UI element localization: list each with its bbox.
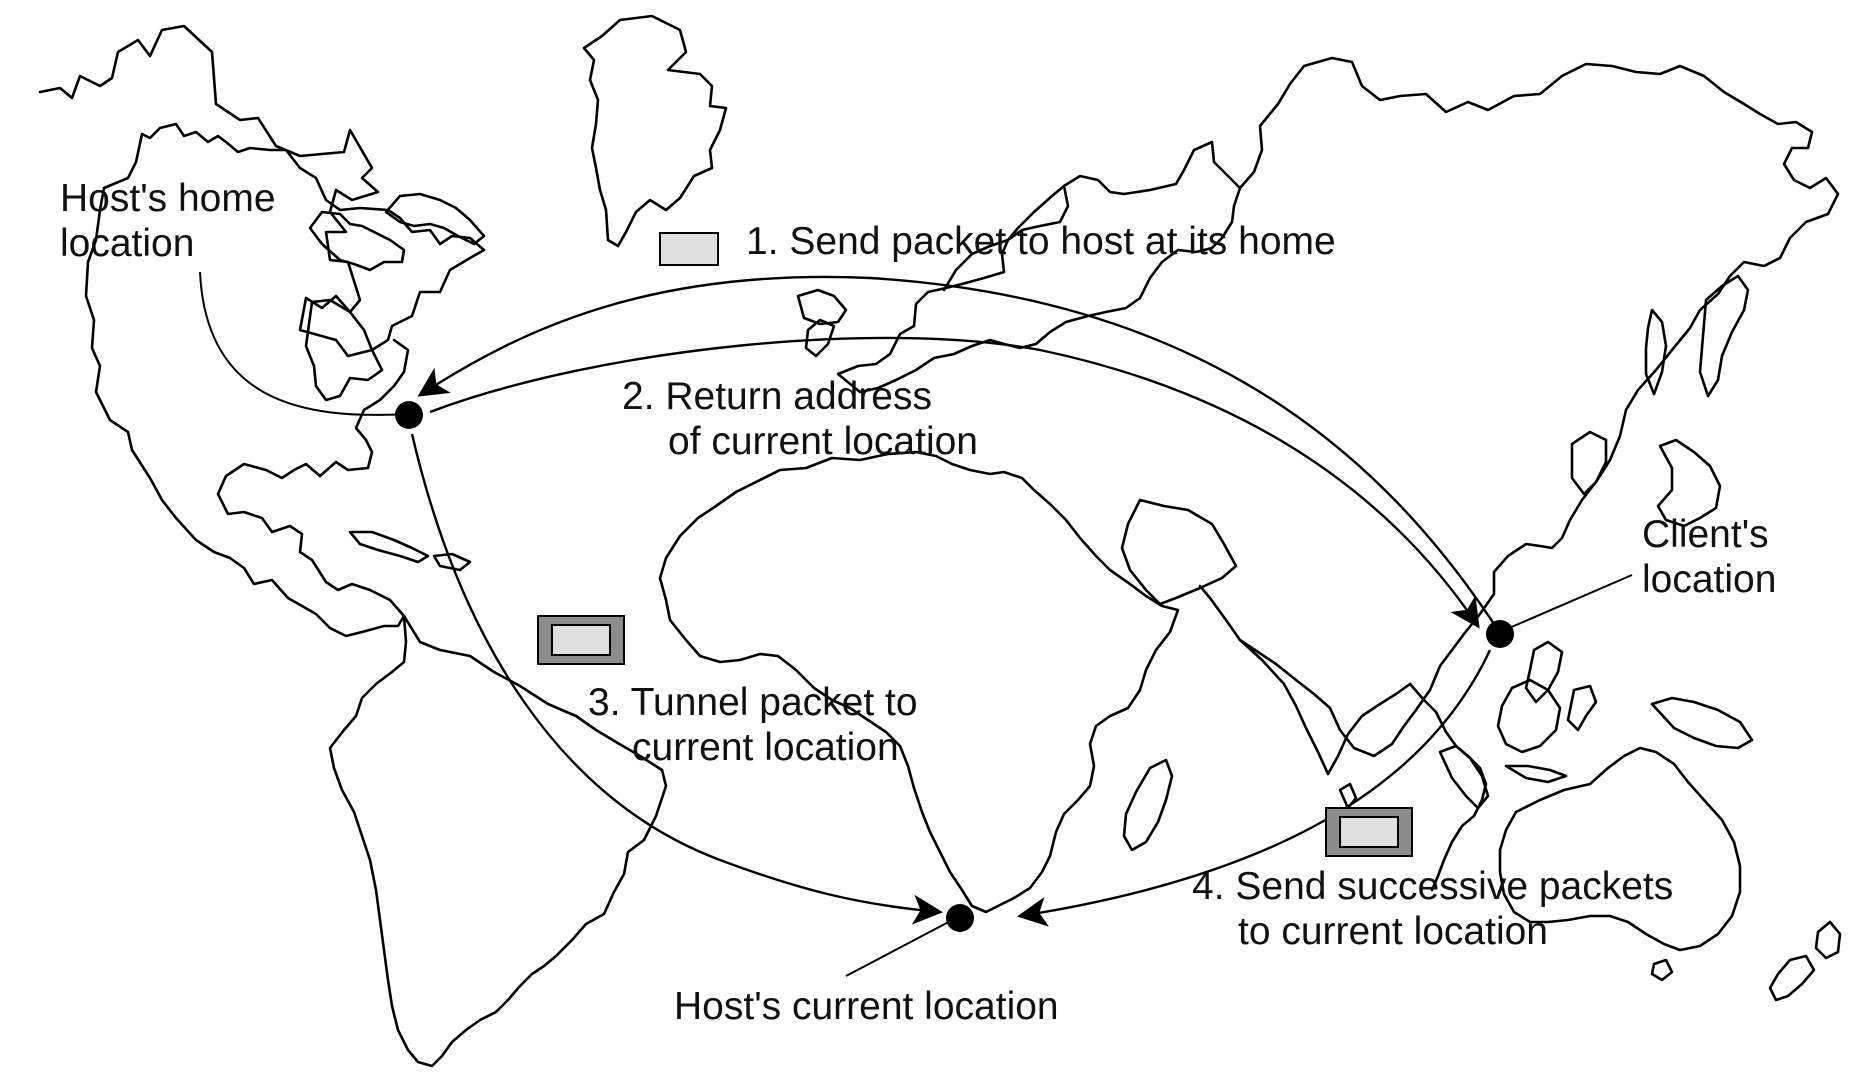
client-location-leader bbox=[1499, 574, 1633, 633]
new-guinea-outline bbox=[1650, 696, 1754, 750]
step4-label-line2: to current location bbox=[1238, 910, 1548, 953]
step2-label-line2: of current location bbox=[668, 420, 978, 463]
step1-send-packet-arc bbox=[417, 275, 1502, 634]
southeast-asia-outline bbox=[1408, 682, 1488, 892]
routes bbox=[199, 271, 1633, 977]
host-home-label-line1: Host's home bbox=[60, 177, 276, 220]
japan-outline bbox=[1656, 438, 1722, 528]
step4-label-line1: 4. Send successive packets bbox=[1192, 865, 1673, 908]
arabia-outline bbox=[1120, 498, 1238, 606]
korea-outline bbox=[1570, 430, 1608, 496]
cuba-outline bbox=[348, 530, 430, 564]
tasmania-outline bbox=[1650, 958, 1674, 982]
step2-return-address-arc bbox=[429, 336, 1480, 629]
host-current-location-leader bbox=[845, 915, 961, 977]
step3-tunnel-arc bbox=[410, 433, 943, 925]
step4-successive-packets-arc bbox=[1017, 649, 1492, 927]
step3-label-line1: 3. Tunnel packet to bbox=[588, 681, 918, 724]
india-outline bbox=[1238, 638, 1412, 776]
british-isles-outline bbox=[804, 318, 836, 358]
north-america-outline bbox=[38, 24, 486, 638]
tunneled-packet-icon bbox=[537, 615, 625, 665]
africa-outline bbox=[658, 450, 1180, 914]
client-label-line2: location bbox=[1642, 558, 1776, 601]
borneo-outline bbox=[1496, 678, 1562, 754]
iceland-outline bbox=[796, 288, 848, 326]
madagascar-outline bbox=[1122, 758, 1174, 852]
host-current-label: Host's current location bbox=[674, 985, 1059, 1028]
australia-outline bbox=[1498, 746, 1742, 952]
new-zealand-south-outline bbox=[1768, 954, 1816, 1002]
client-node bbox=[1486, 620, 1514, 648]
new-zealand-north-outline bbox=[1814, 920, 1842, 960]
host-home-node bbox=[395, 401, 423, 429]
step3-label-line2: current location bbox=[632, 726, 899, 769]
asia-outline bbox=[1198, 56, 1840, 758]
client-label-line1: Client's bbox=[1642, 513, 1769, 556]
south-america-outline bbox=[328, 614, 668, 1068]
successive-packet-icon bbox=[1325, 807, 1413, 857]
philippines-outline bbox=[1524, 640, 1564, 704]
baffin-island-outline bbox=[384, 192, 486, 246]
java-outline bbox=[1504, 764, 1568, 784]
sri-lanka-outline bbox=[1338, 782, 1358, 810]
sumatra-outline bbox=[1438, 744, 1490, 810]
home-location-leader bbox=[199, 271, 408, 416]
host-home-label-line2: location bbox=[60, 222, 194, 265]
hudson-bay-outline bbox=[304, 298, 384, 402]
arctic-islands-outline bbox=[308, 210, 406, 272]
europe-outline bbox=[836, 140, 1242, 394]
step1-label: 1. Send packet to host at its home bbox=[746, 220, 1336, 263]
step2-label-line1: 2. Return address bbox=[622, 375, 932, 418]
kamchatka-outline bbox=[1698, 274, 1750, 398]
plain-packet-icon bbox=[659, 232, 719, 266]
world-map bbox=[38, 14, 1842, 1068]
scandinavia-outline bbox=[942, 184, 1066, 292]
greenland-outline bbox=[582, 14, 728, 248]
host-current-node bbox=[946, 904, 974, 932]
sakhalin-outline bbox=[1644, 308, 1668, 396]
celebes-outline bbox=[1566, 684, 1598, 732]
